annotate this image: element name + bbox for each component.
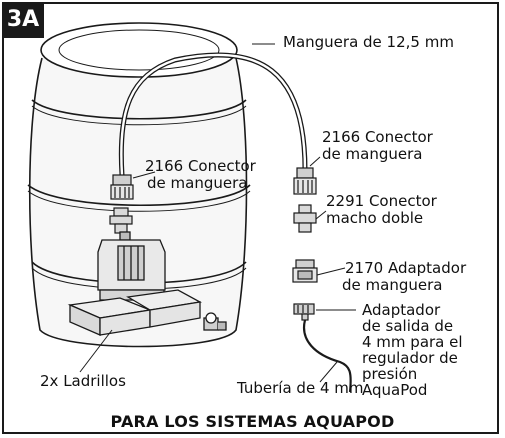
- footer-title: PARA LOS SISTEMAS AQUAPOD: [110, 412, 395, 431]
- label-double-male: 2291 Conector macho doble: [326, 192, 437, 227]
- label-hose-adapter: 2170 Adaptador de manguera: [342, 259, 467, 294]
- label-bricks: 2x Ladrillos: [40, 372, 126, 390]
- spigot: [203, 312, 227, 331]
- label-tubing: Tubería de 4 mm: [237, 379, 364, 397]
- label-hose: Manguera de 12,5 mm: [283, 33, 454, 51]
- leader-lines: [79, 43, 356, 383]
- double-male-connector-right: [293, 204, 317, 233]
- barrel-rib-1: [31, 99, 247, 120]
- bricks: [67, 289, 202, 336]
- figure-badge: 3A: [2, 2, 44, 38]
- barrel-rib-2: [27, 184, 251, 207]
- label-connector-right: 2166 Conector de manguera: [322, 128, 433, 163]
- outlet-adapter-4mm: [293, 303, 315, 321]
- double-male-connector-left: [109, 207, 133, 234]
- hose-adapter: [292, 259, 318, 283]
- hose-connector-left: [110, 174, 134, 200]
- rain-barrel: [27, 22, 251, 348]
- barrel-body: [28, 57, 248, 348]
- label-outlet-adapter: Adaptador de salida de 4 mm para el regu…: [362, 301, 463, 399]
- label-connector-left: 2166 Conector de manguera: [145, 157, 256, 192]
- diagram-frame: [2, 2, 499, 434]
- submersible-pump: [97, 231, 166, 301]
- tubing-4mm: [302, 319, 352, 393]
- barrel-lid: [40, 22, 238, 78]
- hose-connector-right: [293, 167, 317, 195]
